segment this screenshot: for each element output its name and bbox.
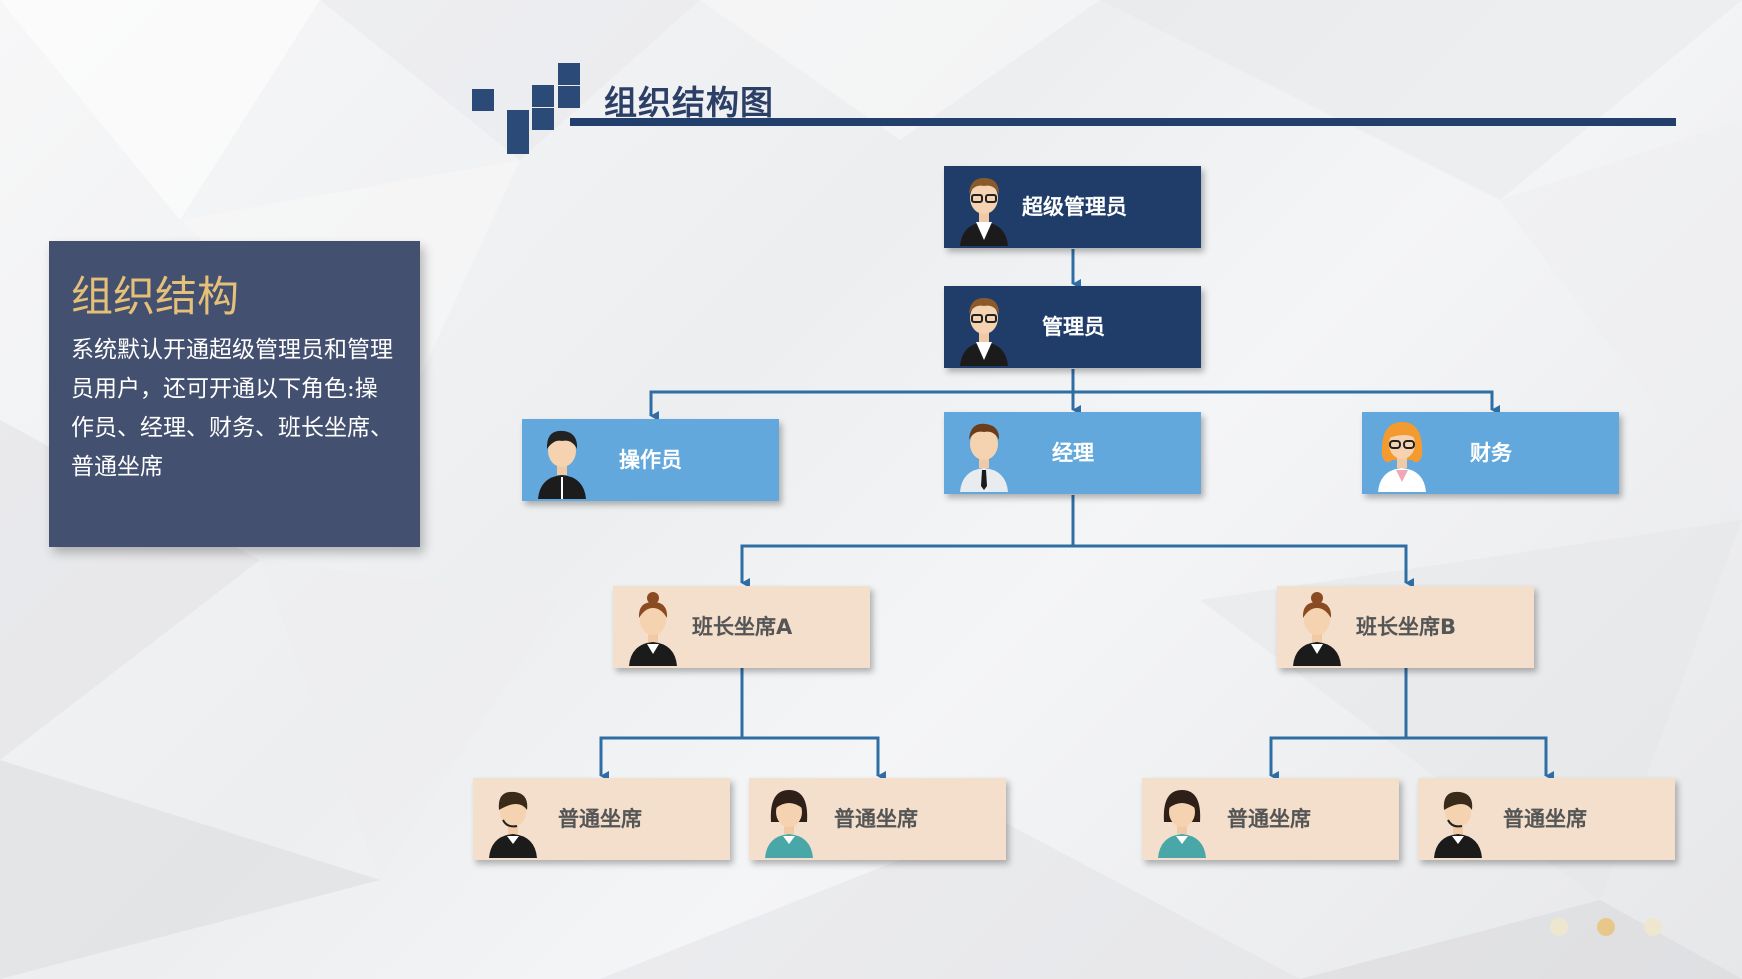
node-label: 普通坐席 xyxy=(1503,807,1587,831)
title-decoration-square xyxy=(507,132,529,154)
page-dot[interactable] xyxy=(1550,918,1568,936)
node-label: 普通坐席 xyxy=(558,807,642,831)
node-label: 财务 xyxy=(1470,441,1512,465)
page-title: 组织结构图 xyxy=(604,83,774,122)
leader-avatar-icon xyxy=(1293,592,1341,666)
node-finance[interactable]: 财务 xyxy=(1362,412,1619,494)
node-label: 操作员 xyxy=(619,448,682,472)
admin-avatar-icon xyxy=(960,298,1008,366)
node-super-admin[interactable]: 超级管理员 xyxy=(944,166,1201,248)
finance-avatar-icon xyxy=(1378,422,1426,492)
agent-female-avatar-icon xyxy=(765,790,813,858)
page-dot[interactable] xyxy=(1644,918,1662,936)
node-agent-1[interactable]: 普通坐席 xyxy=(473,778,730,860)
node-agent-2[interactable]: 普通坐席 xyxy=(749,778,1006,860)
admin-avatar-icon xyxy=(960,178,1008,246)
agent-headset-avatar-icon xyxy=(1434,791,1482,858)
info-heading: 组织结构 xyxy=(71,272,240,321)
title-decoration-square xyxy=(558,86,580,108)
operator-avatar-icon xyxy=(538,430,586,499)
manager-avatar-icon xyxy=(960,423,1008,492)
leader-avatar-icon xyxy=(629,592,677,666)
node-manager[interactable]: 经理 xyxy=(944,412,1201,494)
title-underline xyxy=(570,118,1676,126)
node-agent-4[interactable]: 普通坐席 xyxy=(1418,778,1675,860)
page-dot-active[interactable] xyxy=(1597,918,1615,936)
title-decoration-square xyxy=(558,63,580,85)
agent-headset-avatar-icon xyxy=(489,791,537,858)
info-panel: 组织结构 系统默认开通超级管理员和管理员用户，还可开通以下角色:操作员、经理、财… xyxy=(49,241,420,547)
node-label: 管理员 xyxy=(1042,315,1105,339)
agent-female-avatar-icon xyxy=(1158,790,1206,858)
node-admin[interactable]: 管理员 xyxy=(944,286,1201,368)
node-label: 超级管理员 xyxy=(1022,195,1127,219)
info-description: 系统默认开通超级管理员和管理员用户，还可开通以下角色:操作员、经理、财务、班长坐… xyxy=(71,337,393,480)
node-label: 经理 xyxy=(1052,441,1094,465)
node-agent-3[interactable]: 普通坐席 xyxy=(1142,778,1399,860)
node-label: 普通坐席 xyxy=(1227,807,1311,831)
title-decoration-square xyxy=(472,89,494,111)
node-label: 普通坐席 xyxy=(834,807,918,831)
node-leader-b[interactable]: 班长坐席B xyxy=(1277,586,1534,668)
node-label: 班长坐席A xyxy=(692,615,793,639)
node-leader-a[interactable]: 班长坐席A xyxy=(613,586,870,668)
node-operator[interactable]: 操作员 xyxy=(522,419,779,501)
title-decoration-square xyxy=(532,108,554,130)
title-decoration-square xyxy=(507,110,529,132)
node-label: 班长坐席B xyxy=(1356,615,1457,639)
title-decoration-square xyxy=(532,85,554,107)
